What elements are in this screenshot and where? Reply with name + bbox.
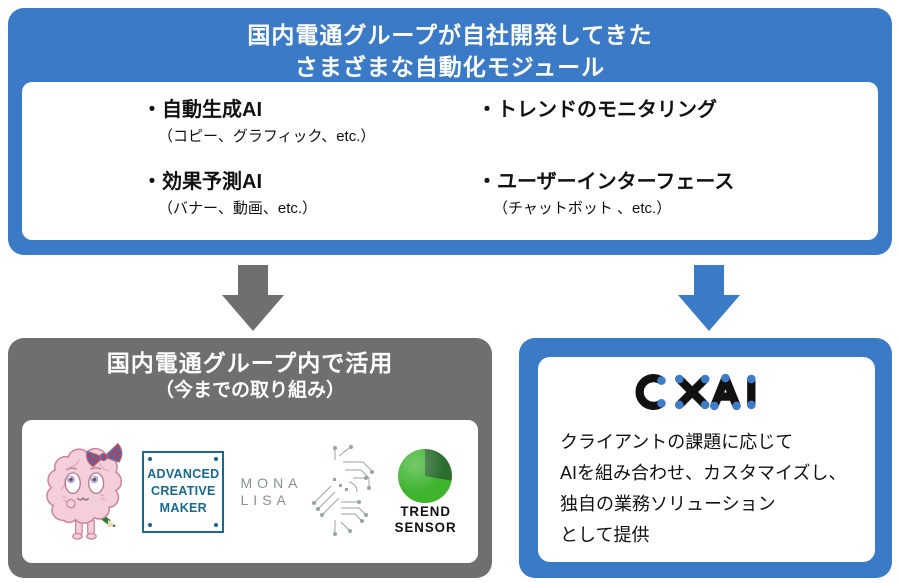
trend-sensor-icon xyxy=(398,448,453,503)
cxai-panel: CXAI クライアントの課題に応じて AIを組み合わせ、カスタマイズし、 独自の… xyxy=(519,338,892,578)
acm-logo-line: MAKER xyxy=(159,500,208,516)
module-item-generative-ai: ・自動生成AI （コピー、グラフィック、etc.） xyxy=(142,95,375,149)
circuit-graphic-icon xyxy=(311,444,374,536)
modules-panel-title-line2: さまざまな自動化モジュール xyxy=(294,54,606,80)
cxai-description-line: として提供 xyxy=(560,525,650,545)
corner-dot-icon xyxy=(148,456,153,461)
modules-list-card: ・自動生成AI （コピー、グラフィック、etc.） ・効果予測AI （バナー、動… xyxy=(22,82,878,240)
internal-use-subtitle: （今までの取り組み） xyxy=(154,380,345,401)
module-label: ・自動生成AI xyxy=(142,99,262,121)
mona-lisa-logo: MONA LISA xyxy=(241,442,377,542)
mona-lisa-line: MONA xyxy=(240,474,303,491)
mona-lisa-wordmark: MONA LISA xyxy=(241,475,303,509)
corner-dot-icon xyxy=(214,522,219,527)
module-label: ・トレンドのモニタリング xyxy=(477,99,717,121)
cxai-description: クライアントの課題に応じて AIを組み合わせ、カスタマイズし、 独自の業務ソリュ… xyxy=(538,427,875,551)
acm-logo-line: CREATIVE xyxy=(151,483,216,499)
internal-use-title: 国内電通グループ内で活用 xyxy=(106,350,394,376)
module-sublabel: （バナー、動画、etc.） xyxy=(158,200,318,217)
module-item-trend-monitoring: ・トレンドのモニタリング xyxy=(477,95,734,149)
acm-logo-line: ADVANCED xyxy=(147,466,220,482)
down-arrow-icon xyxy=(222,265,284,331)
ai-character-logo xyxy=(46,442,123,540)
module-item-effect-prediction-ai: ・効果予測AI （バナー、動画、etc.） xyxy=(142,167,375,221)
trend-sensor-line: SENSOR xyxy=(394,518,457,535)
down-arrow-icon xyxy=(678,265,740,331)
cxai-card: CXAI クライアントの課題に応じて AIを組み合わせ、カスタマイズし、 独自の… xyxy=(538,357,875,562)
mona-lisa-line: LISA xyxy=(240,491,291,508)
module-sublabel: （コピー、グラフィック、etc.） xyxy=(158,128,376,145)
internal-use-logos-card: ADVANCED CREATIVE MAKER MONA LISA xyxy=(22,420,478,563)
modules-panel-title-line1: 国内電通グループが自社開発してきた xyxy=(247,22,653,48)
advanced-creative-maker-logo: ADVANCED CREATIVE MAKER xyxy=(142,450,225,533)
modules-column-left: ・自動生成AI （コピー、グラフィック、etc.） ・効果予測AI （バナー、動… xyxy=(142,95,375,221)
corner-dot-icon xyxy=(214,456,219,461)
modules-column-right: ・トレンドのモニタリング ・ユーザーインターフェース （チャットボット 、etc… xyxy=(477,95,734,221)
cxai-description-line: AIを組み合わせ、カスタマイズし、 xyxy=(560,463,847,483)
module-sublabel: （チャットボット 、etc.） xyxy=(493,200,672,217)
module-label: ・ユーザーインターフェース xyxy=(477,171,735,193)
internal-use-panel: 国内電通グループ内で活用 （今までの取り組み） xyxy=(8,338,492,578)
cxai-description-line: クライアントの課題に応じて xyxy=(560,432,794,452)
trend-sensor-line: TREND xyxy=(399,502,451,519)
cxai-logo xyxy=(634,373,756,411)
module-sublabel xyxy=(477,125,734,149)
cxai-description-line: 独自の業務ソリューション xyxy=(560,494,776,514)
trend-sensor-logo: TREND SENSOR xyxy=(393,448,458,535)
module-label: ・効果予測AI xyxy=(142,171,262,193)
corner-dot-icon xyxy=(148,522,153,527)
modules-panel: 国内電通グループが自社開発してきた さまざまな自動化モジュール ・自動生成AI … xyxy=(8,8,892,255)
module-item-user-interface: ・ユーザーインターフェース （チャットボット 、etc.） xyxy=(477,167,734,221)
